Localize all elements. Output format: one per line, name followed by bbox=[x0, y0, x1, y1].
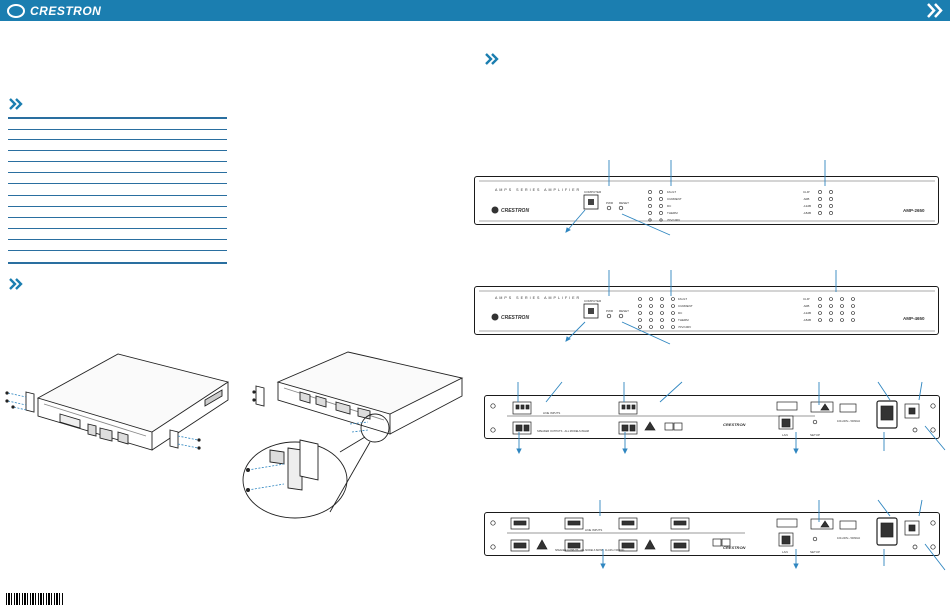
svg-text:SETUP: SETUP bbox=[810, 433, 820, 437]
svg-text:SETUP: SETUP bbox=[810, 550, 820, 554]
svg-text:COMPUTER: COMPUTER bbox=[584, 299, 602, 303]
voltage-label: 100-240V~ 50/60Hz bbox=[837, 536, 861, 540]
line-inputs-label: LINE INPUTS bbox=[543, 411, 560, 415]
panel-logo: CRESTRON bbox=[501, 208, 529, 214]
svg-text:THERM: THERM bbox=[678, 318, 689, 322]
svg-text:FAULT: FAULT bbox=[667, 190, 676, 194]
table-rule bbox=[8, 117, 227, 119]
rack-mount-illustration-rear bbox=[242, 351, 464, 519]
rack-mount-illustration-front bbox=[5, 353, 230, 451]
table-rule bbox=[8, 206, 227, 207]
svg-text:THERM: THERM bbox=[667, 211, 678, 215]
table-rule bbox=[8, 183, 227, 184]
panel-logo: CRESTRON bbox=[501, 315, 529, 321]
panel-logo: CRESTRON bbox=[723, 422, 746, 427]
series-text: AMPS SERIES AMPLIFIER bbox=[495, 188, 581, 192]
svg-text:RESET: RESET bbox=[619, 201, 629, 205]
svg-text:-12dB: -12dB bbox=[803, 311, 811, 315]
rear-panel-4ch: LINE INPUTS SPEAKER OUTPUTS · ALL MODELS… bbox=[484, 512, 940, 556]
speaker-outputs-label: SPEAKER OUTPUTS · ALL MODELS 8ΩHM bbox=[537, 429, 589, 433]
table-rule bbox=[8, 195, 227, 196]
svg-text:CLIP: CLIP bbox=[803, 297, 810, 301]
svg-text:RESET: RESET bbox=[619, 309, 629, 313]
table-rule bbox=[8, 250, 227, 251]
table-rule bbox=[8, 161, 227, 162]
svg-text:-6dB: -6dB bbox=[803, 197, 809, 201]
brand-logo: CRESTRON bbox=[7, 3, 101, 18]
svg-text:DC: DC bbox=[667, 204, 672, 208]
table-rule bbox=[8, 239, 227, 240]
table-rule bbox=[8, 139, 227, 140]
section-chevron-icon bbox=[9, 278, 23, 290]
svg-text:-18dB: -18dB bbox=[803, 318, 811, 322]
svg-text:CLIP: CLIP bbox=[803, 190, 810, 194]
svg-text:LAN: LAN bbox=[782, 433, 788, 437]
table-rule bbox=[8, 228, 227, 229]
section-chevron-icon bbox=[485, 53, 499, 65]
svg-text:-18dB: -18dB bbox=[803, 211, 811, 215]
series-text: AMPS SERIES AMPLIFIER bbox=[495, 296, 581, 300]
table-rule bbox=[8, 172, 227, 173]
table-rule bbox=[8, 262, 227, 264]
svg-text:FAULT: FAULT bbox=[678, 297, 687, 301]
table-rule bbox=[8, 129, 227, 130]
model-label: AMP-4650 bbox=[903, 316, 925, 321]
voltage-label: 100-240V~ 50/60Hz bbox=[837, 419, 861, 423]
table-rule bbox=[8, 217, 227, 218]
svg-text:PWR: PWR bbox=[606, 309, 614, 313]
svg-text:DC: DC bbox=[678, 311, 683, 315]
chevron-right-icon bbox=[927, 3, 943, 18]
svg-text:LAN: LAN bbox=[782, 550, 788, 554]
panel-logo: CRESTRON bbox=[723, 545, 746, 550]
model-label: AMP-2650 bbox=[903, 208, 925, 213]
svg-text:PWR: PWR bbox=[606, 201, 614, 205]
front-panel-amp-2650: AMPS SERIES AMPLIFIER CRESTRON COMPUTER … bbox=[474, 176, 939, 225]
reset-button bbox=[618, 205, 624, 211]
computer-label: COMPUTER bbox=[584, 190, 602, 194]
header-bar: CRESTRON bbox=[0, 0, 950, 21]
svg-text:-6dB: -6dB bbox=[803, 304, 809, 308]
section-chevron-icon bbox=[9, 98, 23, 110]
rear-panel-2ch: LINE INPUTS SPEAKER OUTPUTS · ALL MODELS… bbox=[484, 395, 940, 439]
table-rule bbox=[8, 150, 227, 151]
pwr-led bbox=[606, 205, 612, 211]
svg-text:70V/100V: 70V/100V bbox=[667, 218, 680, 222]
svg-text:70V/100V: 70V/100V bbox=[678, 325, 691, 329]
brand-name: CRESTRON bbox=[30, 3, 102, 18]
speaker-outputs-label: SPEAKER OUTPUTS · ALL MODELS 8ΩHM · CLAS… bbox=[555, 549, 624, 552]
barcode bbox=[6, 593, 64, 605]
front-panel-amp-4650: AMPS SERIES AMPLIFIER CRESTRON COMPUTER … bbox=[474, 286, 939, 335]
crestron-mark-icon bbox=[7, 3, 25, 18]
svg-text:CURRENT: CURRENT bbox=[678, 304, 693, 308]
svg-text:CURRENT: CURRENT bbox=[667, 197, 682, 201]
svg-text:-12dB: -12dB bbox=[803, 204, 811, 208]
line-inputs-label: LINE INPUTS bbox=[585, 528, 602, 532]
